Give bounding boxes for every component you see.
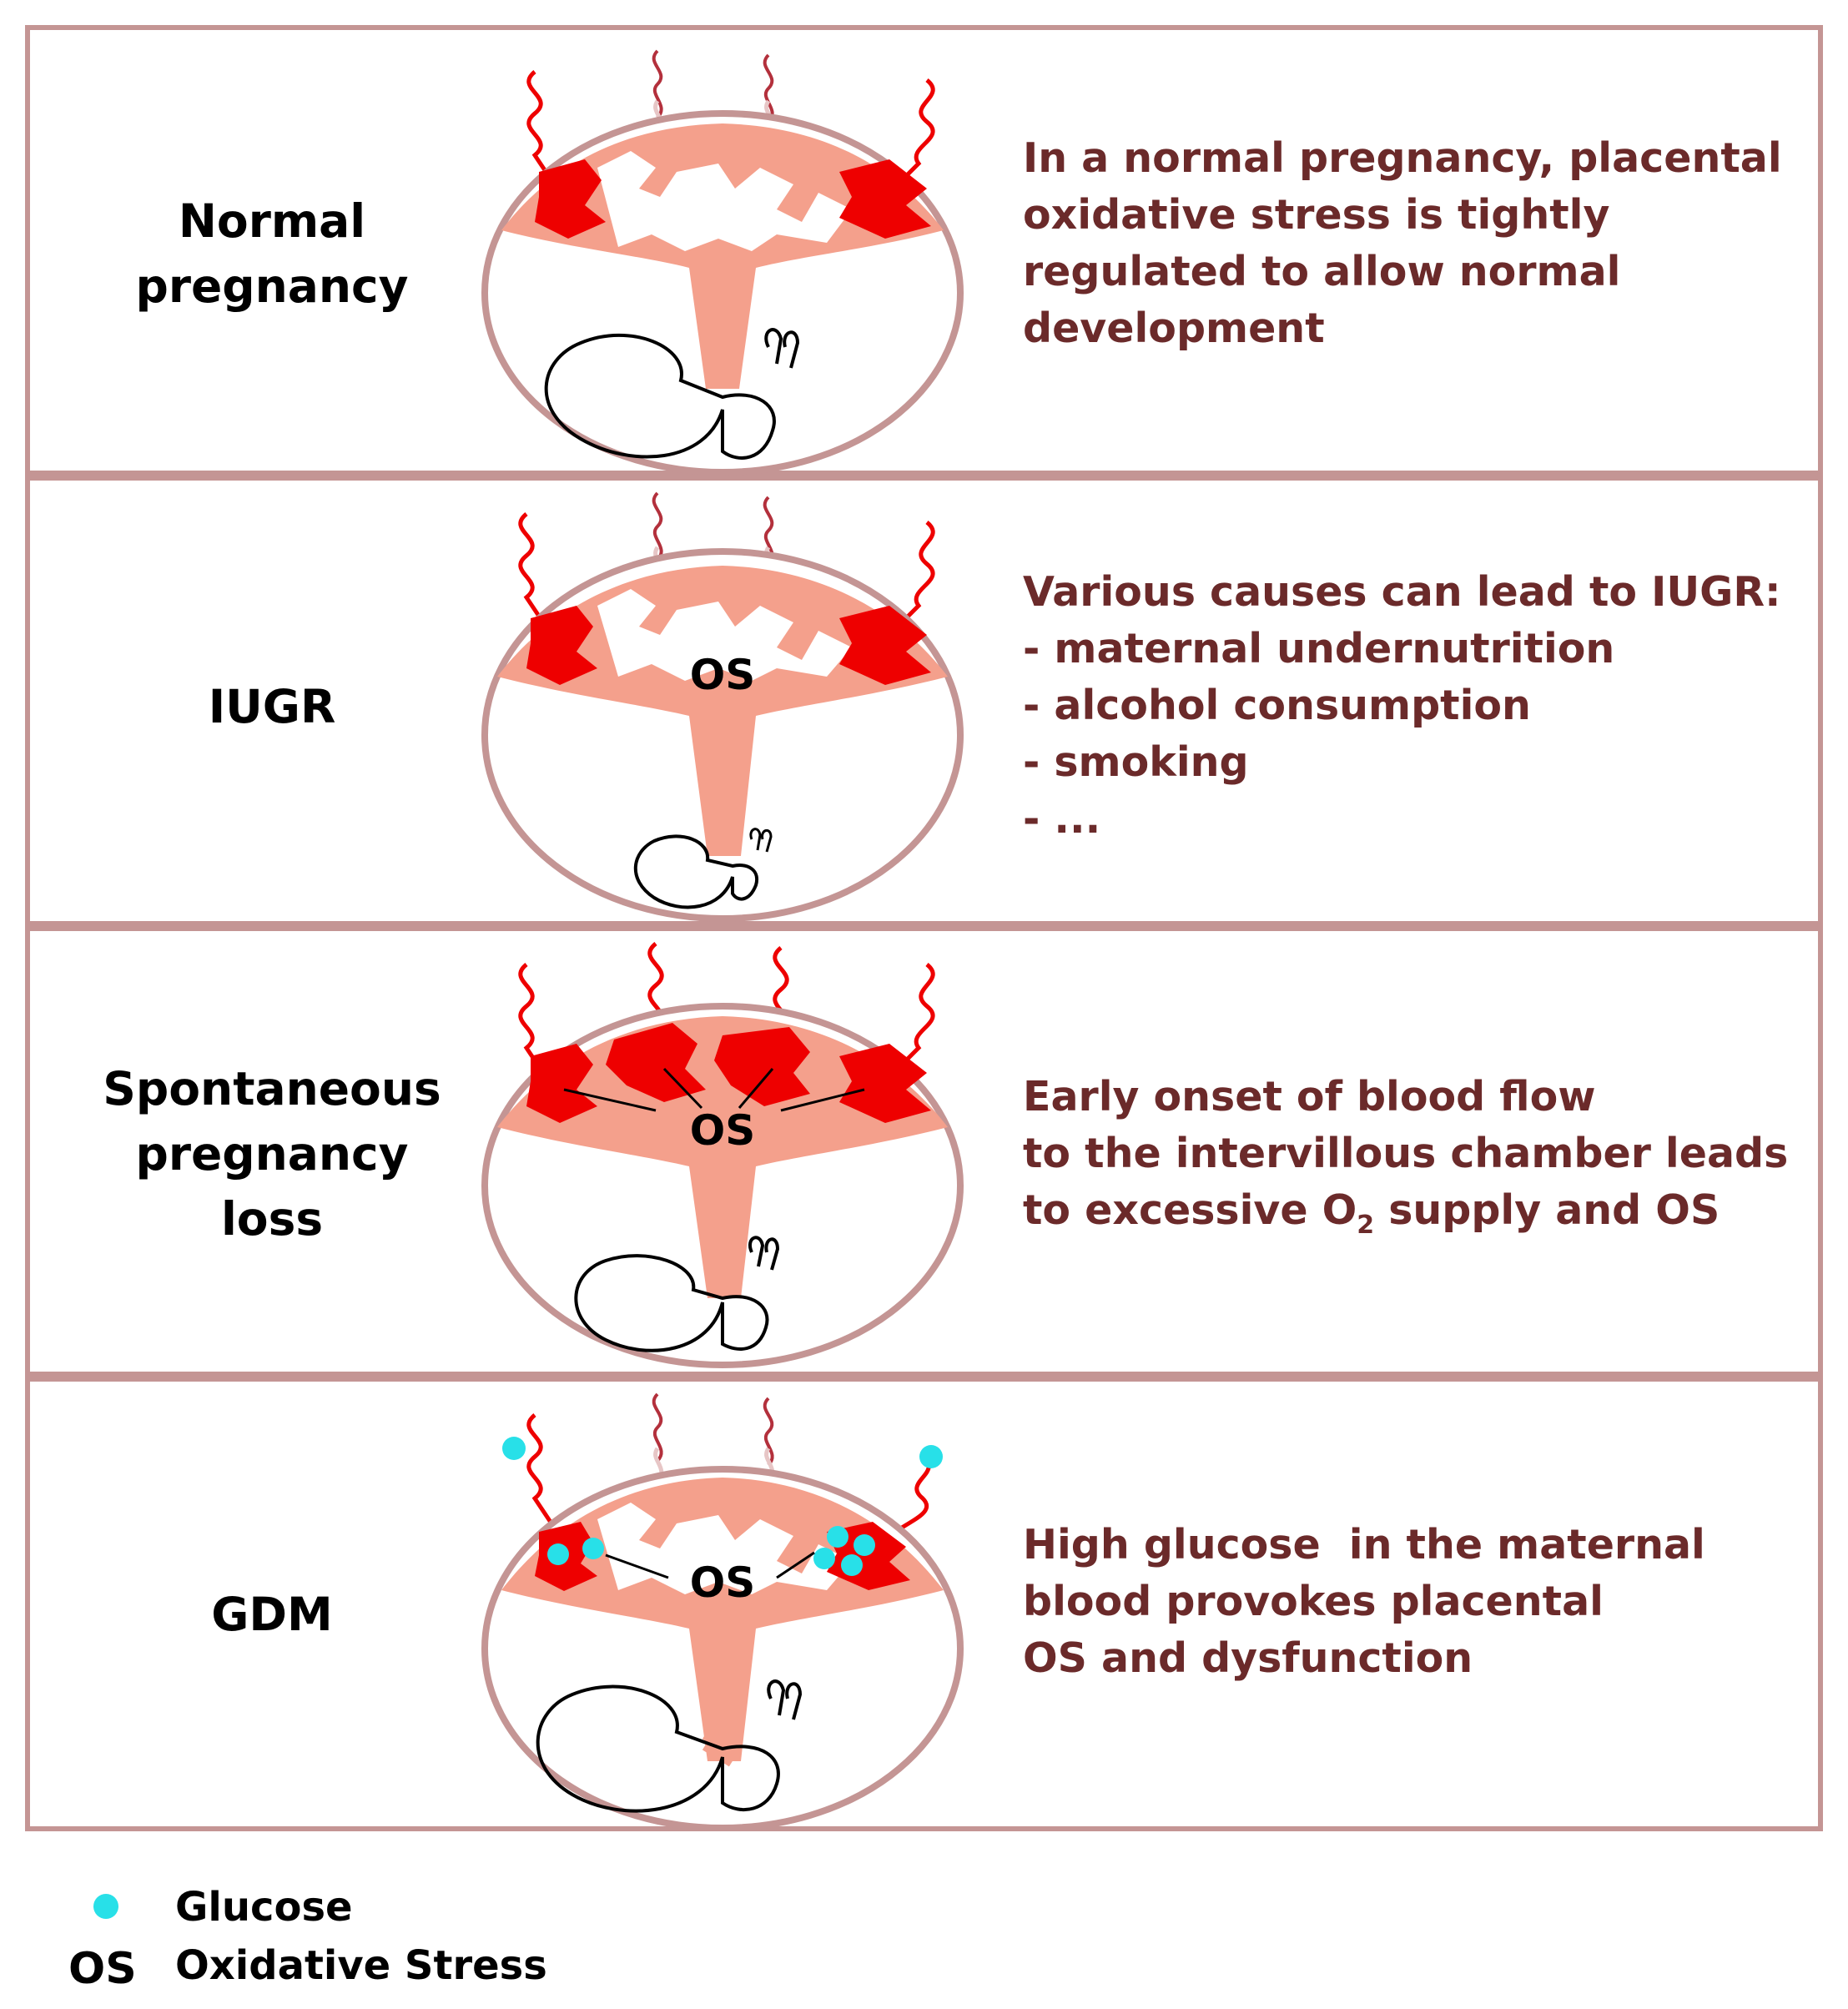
panel-description: Various causes can lead to IUGR: - mater… — [1023, 564, 1799, 848]
os-pointer-line — [738, 1068, 774, 1109]
panel-label-line: IUGR — [208, 680, 336, 733]
description-line: - ... — [1023, 795, 1101, 843]
os-pointer-line — [563, 1088, 657, 1112]
spiral-artery — [900, 1455, 931, 1530]
description-line: oxidative stress is tightly — [1023, 191, 1610, 239]
description-line: blood provokes placental — [1023, 1578, 1604, 1625]
description-text: supply and OS — [1374, 1186, 1720, 1234]
panel-label-line: Normal — [178, 194, 366, 248]
legend-os-symbol: OS — [68, 1944, 137, 1994]
intervillous-blood — [526, 1044, 597, 1123]
panel-description: In a normal pregnancy, placental oxidati… — [1023, 130, 1799, 357]
description-line: - alcohol consumption — [1023, 682, 1531, 729]
panel-label: GDM — [63, 1582, 481, 1647]
description-line: Various causes can lead to IUGR: — [1023, 568, 1781, 616]
intervillous-blood — [526, 606, 597, 685]
description-line: OS and dysfunction — [1023, 1634, 1473, 1682]
panel-label-line: pregnancy — [135, 1127, 409, 1181]
glucose-dot — [919, 1445, 943, 1468]
panel-spontaneous-pregnancy-loss: Spontaneous pregnancy loss OS Early onse… — [25, 926, 1823, 1377]
spiral-artery — [518, 512, 546, 624]
legend-glucose-label: Glucose — [175, 1884, 353, 1931]
os-pointer-line — [605, 1553, 669, 1579]
umbilical-vessel — [652, 49, 663, 119]
fetus — [536, 1684, 780, 1813]
fetus — [544, 333, 776, 460]
intervillous-blood — [606, 1023, 706, 1102]
spiral-artery — [896, 963, 935, 1070]
subscript-2: 2 — [1357, 1210, 1375, 1240]
fetus — [574, 1254, 769, 1352]
oxidative-stress-label: OS — [690, 1106, 756, 1155]
oxidative-stress-label: OS — [690, 651, 756, 699]
placenta-illustration: OS — [481, 942, 964, 1368]
description-line: regulated to allow normal — [1023, 248, 1621, 295]
fetus-limb — [749, 828, 773, 853]
umbilical-vessel — [763, 1397, 774, 1467]
glucose-dot — [827, 1526, 848, 1548]
panel-label-line: pregnancy — [135, 259, 409, 313]
villi — [597, 151, 852, 251]
legend-os-label: Oxidative Stress — [175, 1942, 547, 1989]
description-line: - smoking — [1023, 738, 1249, 786]
fetus-limb — [764, 328, 800, 369]
spiral-artery — [518, 963, 546, 1075]
spiral-artery — [526, 1413, 554, 1525]
placenta-illustration: OS — [481, 1392, 964, 1831]
description-line: High glucose in the maternal — [1023, 1521, 1705, 1568]
panel-label: Normal pregnancy — [63, 189, 481, 319]
umbilical-vessel — [763, 53, 774, 123]
fetus-limb — [767, 1679, 803, 1720]
intervillous-blood — [535, 159, 606, 239]
placenta — [497, 1016, 948, 1298]
spiral-artery — [896, 521, 935, 628]
description-line: - maternal undernutrition — [1023, 625, 1615, 672]
umbilical-vessel — [652, 1392, 663, 1463]
description-line: to excessive O2 supply and OS — [1023, 1182, 1799, 1239]
glucose-dot — [502, 1437, 526, 1460]
spiral-artery — [526, 70, 554, 182]
glucose-dot — [854, 1534, 875, 1556]
glucose-dot — [547, 1543, 569, 1565]
panel-gdm: GDM OS High glucose in the maternal bloo… — [25, 1377, 1823, 1831]
description-line: In a normal pregnancy, placental — [1023, 134, 1782, 182]
fetus-umbilical-cord — [702, 1733, 733, 1767]
panel-description: High glucose in the maternal blood provo… — [1023, 1517, 1799, 1687]
glucose-dot — [841, 1554, 863, 1576]
panel-label-line: Spontaneous — [103, 1062, 441, 1115]
panel-label-line: GDM — [211, 1588, 333, 1641]
fetus — [633, 834, 759, 909]
intervillous-blood — [839, 1044, 931, 1123]
panel-iugr: IUGR OS Various causes can lead to IUGR:… — [25, 476, 1823, 926]
glucose-dot — [582, 1538, 604, 1559]
intervillous-blood — [839, 159, 931, 239]
fetus-limb — [748, 1236, 780, 1271]
glucose-dot — [813, 1548, 835, 1569]
os-pointer-line — [776, 1551, 815, 1579]
intervillous-blood — [839, 606, 931, 685]
intervillous-blood — [714, 1027, 810, 1106]
placenta-illustration — [481, 49, 964, 476]
description-line: development — [1023, 305, 1325, 352]
description-line: to the intervillous chamber leads — [1023, 1130, 1789, 1177]
os-pointer-line — [662, 1067, 703, 1110]
panel-label: IUGR — [63, 674, 481, 739]
glucose-legend-icon — [93, 1894, 118, 1919]
description-text: to excessive O — [1023, 1186, 1357, 1234]
spiral-artery — [896, 78, 935, 186]
villi — [597, 589, 852, 681]
panel-description: Early onset of blood flow to the intervi… — [1023, 1069, 1799, 1239]
panel-label-line: loss — [220, 1192, 324, 1246]
umbilical-vessel — [652, 491, 663, 561]
oxidative-stress-label: OS — [690, 1558, 756, 1607]
placenta-illustration: OS — [481, 491, 964, 922]
os-pointer-line — [780, 1088, 865, 1112]
description-line: Early onset of blood flow — [1023, 1073, 1596, 1120]
panel-normal-pregnancy: Normal pregnancy In a normal pregnancy, … — [25, 25, 1823, 476]
panel-label: Spontaneous pregnancy loss — [63, 1056, 481, 1251]
